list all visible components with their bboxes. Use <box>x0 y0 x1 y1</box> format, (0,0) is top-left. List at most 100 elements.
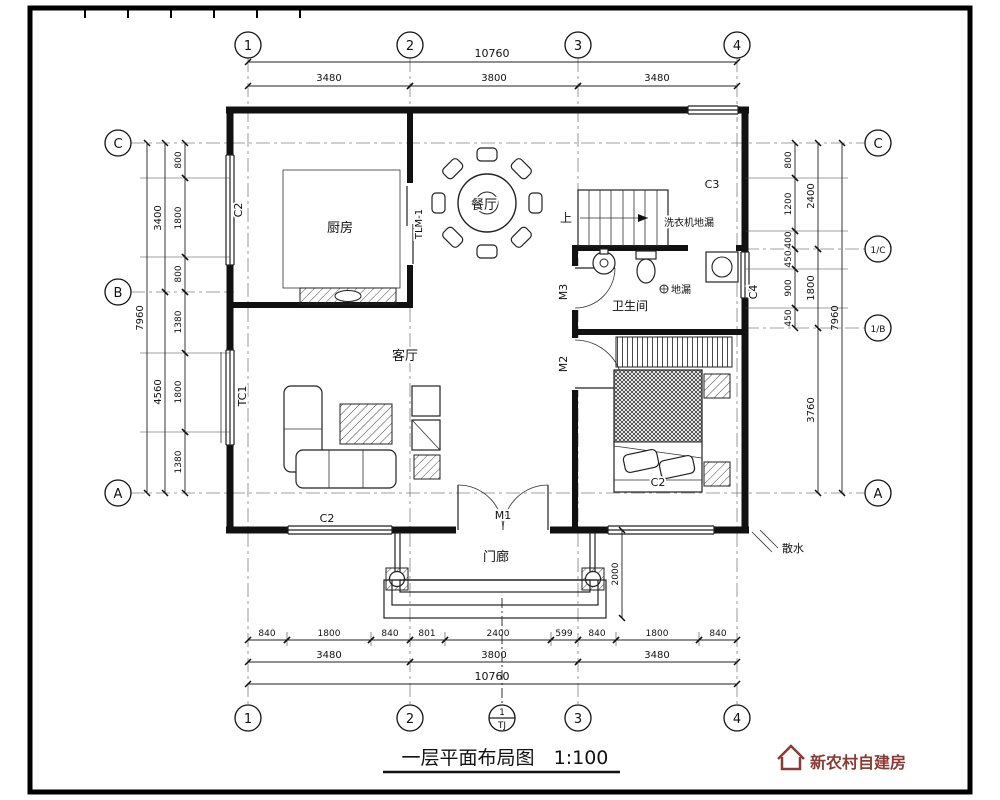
window-c3-top <box>687 105 739 115</box>
kitchen-sink <box>334 290 362 302</box>
door-label-m3: M3 <box>557 284 570 301</box>
pillow <box>658 454 696 480</box>
window-c2-bottom-bedroom <box>607 525 715 535</box>
room-label-bathroom: 卫生间 <box>612 299 648 313</box>
bedroom-furniture <box>613 336 733 493</box>
opening-labels: C2 TC1 C2 C2 C3 C4 M1 M2 M3 TLM-1 <box>230 176 762 527</box>
dim-label: 3800 <box>481 650 506 661</box>
dining-chairs <box>431 147 543 259</box>
dim-label: 3760 <box>806 397 817 422</box>
stairs <box>577 189 669 247</box>
title-scale: 1:100 <box>554 747 609 769</box>
dim-label: 1800 <box>318 629 341 639</box>
dim-label: 1800 <box>646 629 669 639</box>
dim-label: 900 <box>784 279 794 296</box>
dim-label: 1800 <box>174 206 184 229</box>
sliding-door-tlm1 <box>406 186 414 264</box>
dim-label: 2000 <box>611 562 621 585</box>
axis-label: 2 <box>406 39 414 54</box>
dining-table-set <box>431 147 543 259</box>
apron-mark <box>751 529 779 553</box>
door-label-tlm1: TLM-1 <box>414 209 425 240</box>
dim-label: 840 <box>709 629 726 639</box>
watermark-text: 新农村自建房 <box>810 753 906 772</box>
dim-label: 4560 <box>153 379 164 404</box>
axis-label: 1 <box>244 712 252 727</box>
side-table <box>413 454 441 480</box>
window-label-tc1: TC1 <box>236 386 249 408</box>
dimensions-right: 800 1200 400 450 900 450 2400 1800 3760 … <box>745 139 848 497</box>
sofa-set <box>283 385 441 489</box>
dim-label: 1380 <box>174 450 184 473</box>
axis-label: B <box>114 286 123 301</box>
bathroom-fixtures <box>592 248 739 294</box>
dim-label: 800 <box>174 265 184 282</box>
axis-bubbles-left: C B A <box>104 129 132 507</box>
door-label-m2: M2 <box>557 356 570 373</box>
floor-drain-symbol <box>659 284 669 294</box>
dim-label: 800 <box>174 151 184 168</box>
dim-label: 840 <box>588 629 605 639</box>
dim-label: 10760 <box>475 47 510 60</box>
watermark: 新农村自建房 <box>777 744 906 772</box>
dim-label: 800 <box>784 151 794 168</box>
axis-bubbles-right: C 1/C 1/B A <box>864 129 892 507</box>
room-label-living: 客厅 <box>392 348 418 364</box>
dimension-porch-depth: 2000 <box>609 526 626 622</box>
dim-label: 1800 <box>174 380 184 403</box>
room-label-dining: 餐厅 <box>471 197 497 213</box>
frame-fold-ticks <box>84 10 301 18</box>
dim-label: 3480 <box>316 650 341 661</box>
dim-label: 1800 <box>806 275 817 300</box>
dim-label: 2400 <box>487 629 510 639</box>
door-m1-double <box>457 484 549 531</box>
window-c4-right <box>740 251 750 299</box>
house-logo-icon <box>777 744 805 771</box>
room-label-kitchen: 厨房 <box>327 220 353 236</box>
dim-label: 400 <box>784 231 794 248</box>
floor-drain-label: 地漏 <box>671 283 691 296</box>
kitchen-cabinets <box>282 169 401 305</box>
apron-label: 散水 <box>782 541 804 555</box>
axis-label: 1 <box>244 39 252 54</box>
annotation-labels: 上 洗衣机地漏 地漏 散水 <box>558 209 806 557</box>
dim-label: 2400 <box>806 183 817 208</box>
stairs-up-label: 上 <box>560 211 572 225</box>
door-label-m1: M1 <box>495 509 512 522</box>
axis-label: C <box>873 137 882 152</box>
porch-column <box>388 570 406 588</box>
dimensions-bottom: 840 1800 840 801 2400 599 840 1800 840 3… <box>244 629 741 688</box>
dim-label: 840 <box>381 629 398 639</box>
dimensions-top: 10760 3480 3800 3480 <box>244 47 741 90</box>
window-tc1-left <box>220 349 235 446</box>
section-id: TJ <box>497 721 506 731</box>
toilet-bowl <box>636 258 656 284</box>
toilet-tank <box>635 250 657 260</box>
axis-label: A <box>874 487 883 502</box>
axis-bubbles-top: 1 2 3 4 <box>234 31 751 59</box>
nightstand <box>703 461 731 487</box>
dim-label: 1200 <box>784 192 794 215</box>
axis-label: 4 <box>733 712 741 727</box>
dim-label: 7960 <box>135 305 146 330</box>
washbasin <box>592 251 616 275</box>
dim-label: 3480 <box>644 73 669 84</box>
dim-label: 10760 <box>475 670 510 683</box>
dim-label: 1380 <box>174 310 184 333</box>
pillow <box>622 448 660 474</box>
dim-label: 840 <box>258 629 275 639</box>
dimensions-left: 7960 3400 4560 800 1800 800 1380 1800 13… <box>135 139 230 497</box>
axis-bubbles-bottom: 1 2 3 4 1 TJ <box>234 704 751 732</box>
window-c2-left <box>225 154 235 266</box>
dim-label: 3480 <box>316 73 341 84</box>
dim-label: 450 <box>784 250 794 267</box>
axis-label: 2 <box>406 712 414 727</box>
wardrobe <box>615 336 733 368</box>
axis-label: 3 <box>574 39 582 54</box>
room-labels: 厨房 餐厅 客厅 卫生间 门廊 <box>325 195 650 567</box>
nightstand <box>703 373 731 399</box>
window-label-c4: C4 <box>747 285 760 300</box>
room-label-porch: 门廊 <box>483 549 509 565</box>
title-text: 一层平面布局图 <box>401 747 534 769</box>
